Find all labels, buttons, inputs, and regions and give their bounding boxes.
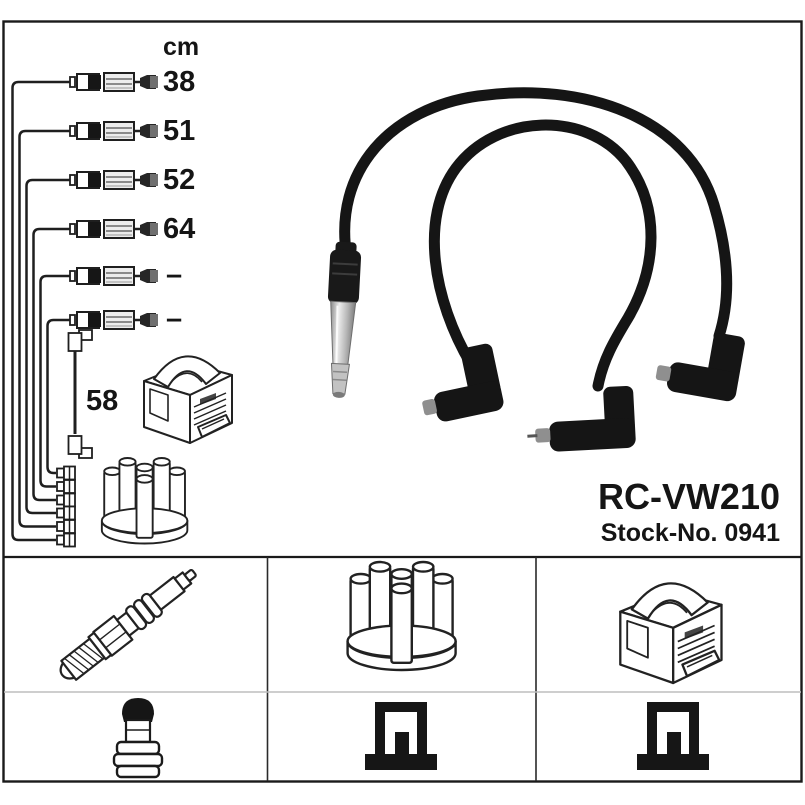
product-photo [327,87,745,452]
wire-length-label: 51 [163,115,195,147]
wire-length-label: – [166,303,182,335]
coil-wire-length-label: 58 [86,385,118,417]
distributor-end-connector [56,465,76,481]
wire-row: – [46,303,182,475]
wire-row: 51 [18,115,195,528]
part-number: RC-VW210 [598,476,780,517]
ignition-coil-drawing [143,355,233,444]
wire-length-schematic: cm 38 51 52 64 – – [11,33,233,548]
distributor-end-connector [56,505,76,521]
distributor-cap-drawing [100,457,189,545]
wire-length-label: – [166,259,182,291]
wire-row: 52 [25,164,195,515]
ignition-cable [428,119,657,392]
wire-connector-assembly [68,309,160,331]
distributor-cap-icon [346,560,457,672]
distributor-end-connectors [56,465,76,548]
straight-plug-connector [327,241,362,398]
ignition-cable [339,87,733,342]
ignition-coil-icon [619,582,723,685]
distributor-end-connector [56,479,76,494]
wire-lead-line [32,227,73,502]
wire-lead-line [46,318,73,475]
wire-connector-assembly [68,169,160,191]
coil-wire-bottom-connector [67,435,93,459]
coil-wire-top-connector [67,329,93,352]
unit-header: cm [163,33,199,61]
boot-cross-section-icon [365,702,437,770]
wire-connector-assembly [68,265,160,287]
outer-frame [2,20,803,783]
wire-row: 64 [32,213,195,502]
wire-lead-line [25,178,73,515]
angled-boot-connector [655,333,745,402]
wire-connector-assembly [68,218,160,240]
coil-wire: 58 [67,329,118,459]
wire-lead-line [11,80,73,542]
distributor-end-connector [56,519,76,534]
wire-length-label: 38 [163,66,195,98]
distributor-end-connector [56,492,76,508]
wire-row: 38 [11,66,195,542]
legend-icon-grid [52,559,723,779]
angled-boot-connector [527,385,636,452]
spark-plug-icon [52,559,205,689]
plug-terminal-icon [112,696,164,779]
wire-length-label: 64 [163,213,195,245]
boot-cross-section-icon [637,702,709,770]
wire-connector-assembly [68,120,160,142]
angled-boot-connector [422,343,504,422]
wire-connector-assembly [68,71,160,93]
wire-length-label: 52 [163,164,195,196]
wire-lead-line [39,274,73,488]
wire-lead-line [18,129,73,528]
distributor-end-connector [56,532,76,548]
stock-number: Stock-No. 0941 [601,519,780,547]
wire-row: – [39,259,182,488]
